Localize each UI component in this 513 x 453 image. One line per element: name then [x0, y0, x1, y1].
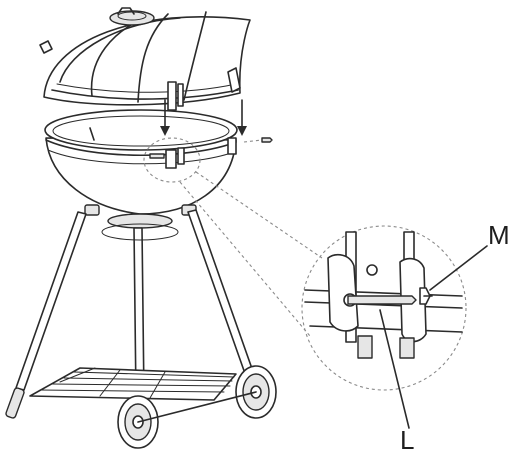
detail-pointer	[143, 137, 323, 337]
grill-bowl	[44, 109, 238, 229]
label-m-leader	[429, 245, 488, 291]
label-l: L	[400, 425, 414, 453]
detail-inset	[301, 225, 467, 391]
down-arrow-icon	[160, 99, 170, 136]
label-l-leader	[379, 309, 410, 429]
hinge-pin	[243, 137, 273, 143]
grill-stand	[5, 209, 277, 449]
down-arrow-icon	[237, 99, 247, 136]
grill-lid	[39, 7, 251, 111]
label-m: M	[488, 220, 510, 250]
